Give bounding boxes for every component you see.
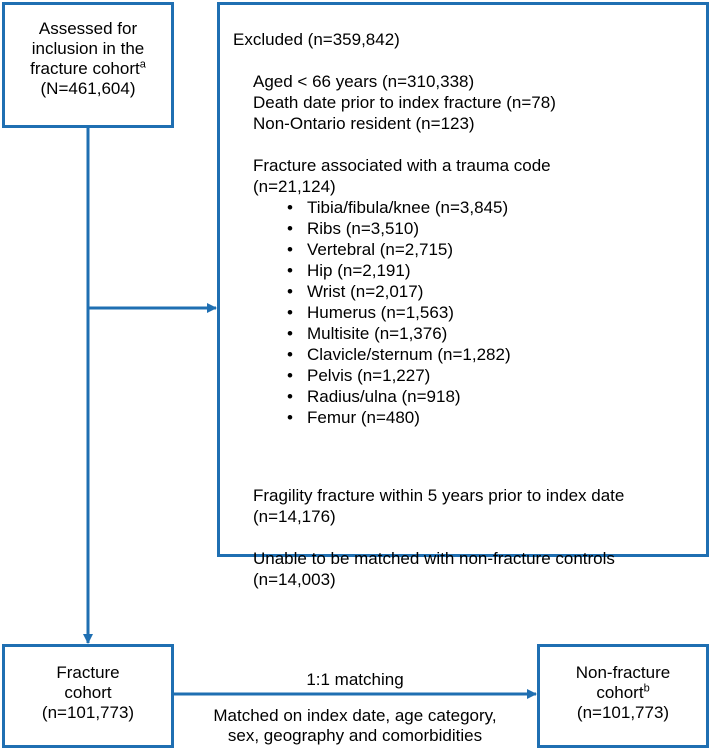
excluded-box: Excluded (n=359,842) Aged < 66 years (n=… xyxy=(217,2,709,589)
nonfracture-footnote-b: b xyxy=(643,682,650,695)
list-item: Clavicle/sternum (n=1,282) xyxy=(287,344,511,365)
excluded-fragility-count: (n=14,176) xyxy=(253,507,336,526)
trauma-fracture-list: Tibia/fibula/knee (n=3,845) Ribs (n=3,51… xyxy=(287,197,511,428)
nonfracture-line2: cohortb xyxy=(540,683,706,703)
excluded-trauma-count: (n=21,124) xyxy=(253,177,336,196)
list-item: Hip (n=2,191) xyxy=(287,260,511,281)
excluded-non-ontario: Non-Ontario resident (n=123) xyxy=(253,114,475,133)
list-item: Femur (n=480) xyxy=(287,407,511,428)
non-fracture-cohort-box: Non-fracture cohortb (n=101,773) xyxy=(537,644,709,748)
matching-ratio-label: 1:1 matching xyxy=(306,670,404,689)
list-item: Pelvis (n=1,227) xyxy=(287,365,511,386)
list-item: Multisite (n=1,376) xyxy=(287,323,511,344)
excluded-unmatched-heading: Unable to be matched with non-fracture c… xyxy=(253,549,615,568)
assessed-line2: inclusion in the xyxy=(31,39,145,58)
matching-criteria-line1: Matched on index date, age category, xyxy=(213,706,497,725)
nonfracture-line1: Non-fracture xyxy=(575,663,671,682)
nonfracture-count: (n=101,773) xyxy=(576,703,670,722)
excluded-title: Excluded (n=359,842) xyxy=(233,30,400,49)
excluded-age: Aged < 66 years (n=310,338) xyxy=(253,72,475,91)
matching-criteria-line2: sex, geography and comorbidities xyxy=(227,726,483,745)
assessed-footnote-a: a xyxy=(139,58,146,71)
assessed-line1: Assessed for xyxy=(38,19,138,38)
fracture-line2: cohort xyxy=(64,683,112,702)
list-item: Ribs (n=3,510) xyxy=(287,218,511,239)
excluded-death: Death date prior to index fracture (n=78… xyxy=(253,93,556,112)
excluded-trauma-heading: Fracture associated with a trauma code xyxy=(253,156,551,175)
nonfracture-line2-text: cohort xyxy=(596,683,644,702)
assessed-line3: fracture cohorta xyxy=(5,59,171,79)
excluded-unmatched-count: (n=14,003) xyxy=(253,570,336,589)
assessed-line3-text: fracture cohort xyxy=(30,59,140,78)
list-item: Vertebral (n=2,715) xyxy=(287,239,511,260)
assessed-box: Assessed for inclusion in the fracture c… xyxy=(2,2,174,128)
list-item: Radius/ulna (n=918) xyxy=(287,386,511,407)
fracture-count: (n=101,773) xyxy=(41,703,135,722)
excluded-fragility-heading: Fragility fracture within 5 years prior … xyxy=(253,486,625,505)
list-item: Humerus (n=1,563) xyxy=(287,302,511,323)
assessed-count: (N=461,604) xyxy=(40,79,136,98)
list-item: Wrist (n=2,017) xyxy=(287,281,511,302)
list-item: Tibia/fibula/knee (n=3,845) xyxy=(287,197,511,218)
fracture-line1: Fracture xyxy=(56,663,120,682)
fracture-cohort-box: Fracture cohort (n=101,773) xyxy=(2,644,174,748)
